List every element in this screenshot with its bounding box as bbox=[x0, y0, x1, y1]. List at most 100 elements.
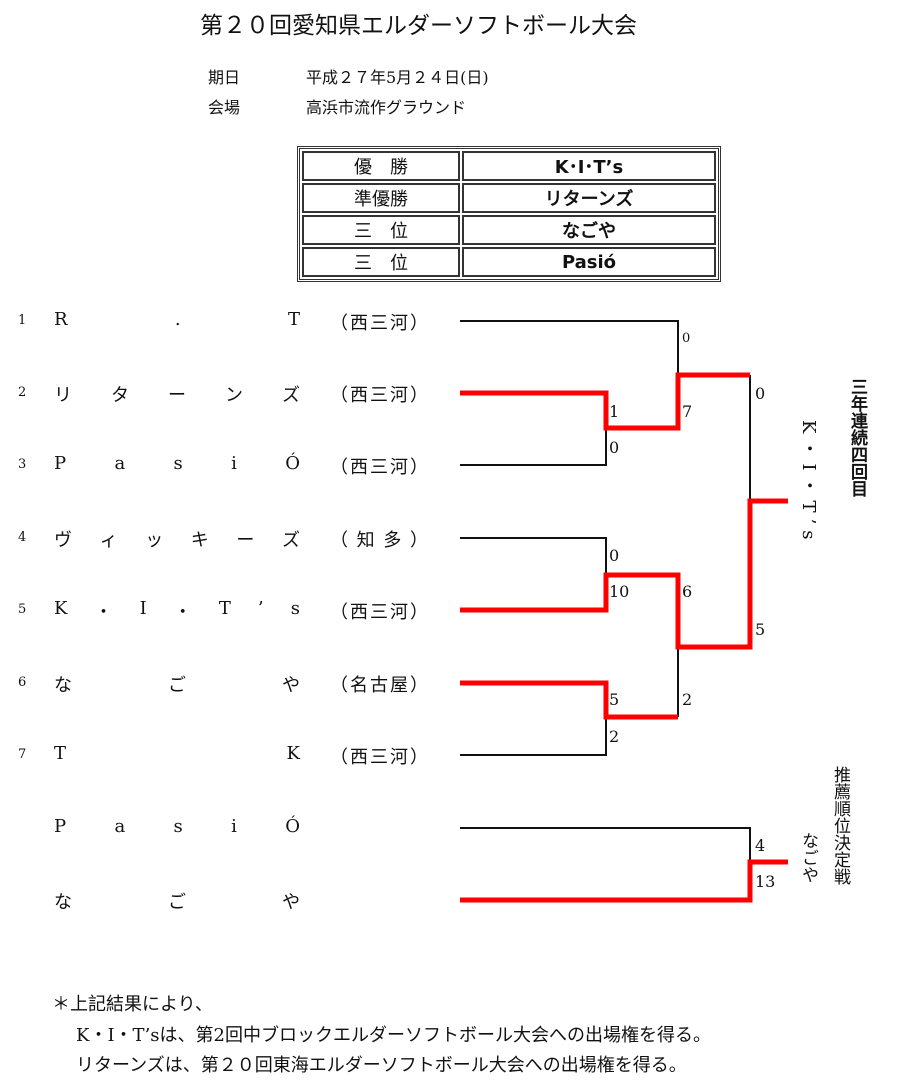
char: や bbox=[282, 892, 300, 913]
char: a bbox=[114, 453, 126, 474]
char: ィ bbox=[99, 530, 118, 551]
venue-label: 会場 bbox=[208, 98, 241, 117]
team-name: ヴィッキーズ bbox=[54, 526, 300, 552]
winner-line bbox=[460, 498, 788, 650]
score: 4 bbox=[755, 836, 766, 855]
char: i bbox=[231, 453, 237, 474]
char: 西 bbox=[350, 602, 368, 623]
char: s bbox=[173, 816, 183, 837]
char: Ó bbox=[285, 816, 300, 837]
char: ヴ bbox=[54, 530, 72, 551]
char: 河 bbox=[390, 313, 408, 334]
winner-line bbox=[460, 680, 678, 720]
team-number: 6 bbox=[18, 675, 27, 690]
result-team: Pasió bbox=[462, 247, 716, 277]
bracket-line bbox=[460, 320, 679, 375]
char: ） bbox=[410, 457, 428, 478]
char: K bbox=[54, 598, 68, 619]
bracket-line bbox=[460, 537, 607, 575]
score: 10 bbox=[609, 582, 630, 601]
char: s bbox=[173, 453, 183, 474]
char: や bbox=[282, 675, 300, 696]
char: ご bbox=[168, 675, 186, 696]
score: 2 bbox=[682, 690, 693, 709]
footer-note: ＊上記結果により、 bbox=[52, 994, 213, 1015]
char: 三 bbox=[370, 747, 388, 768]
venue-value: 高浜市流作グラウンド bbox=[306, 98, 467, 117]
char: 三 bbox=[370, 602, 388, 623]
char: （ bbox=[330, 675, 348, 696]
char: P bbox=[54, 816, 67, 837]
score: 0 bbox=[682, 331, 691, 346]
team-region: （名古屋） bbox=[330, 671, 428, 697]
score: 6 bbox=[682, 582, 693, 601]
char: タ bbox=[111, 385, 129, 406]
char: （ bbox=[330, 385, 348, 406]
winner-line bbox=[460, 859, 788, 903]
result-team: リターンズ bbox=[462, 183, 716, 213]
char: ） bbox=[410, 602, 428, 623]
char: 西 bbox=[350, 457, 368, 478]
char: キ bbox=[190, 530, 209, 551]
char: 西 bbox=[350, 313, 368, 334]
char: ’ bbox=[257, 598, 264, 619]
team-region: （西三河） bbox=[330, 453, 428, 479]
team-name: リターンズ bbox=[54, 381, 300, 407]
result-label: 三 位 bbox=[302, 215, 460, 245]
score: 7 bbox=[682, 402, 693, 421]
char: ー bbox=[168, 385, 186, 406]
char: （ bbox=[330, 602, 348, 623]
char: ズ bbox=[282, 385, 300, 406]
team-number: 4 bbox=[18, 530, 27, 545]
char: 屋 bbox=[390, 675, 408, 696]
team-region: （西三河） bbox=[330, 743, 428, 769]
char: ー bbox=[236, 530, 255, 551]
winner-line bbox=[460, 372, 750, 431]
char: . bbox=[174, 309, 181, 330]
char: ） bbox=[410, 385, 428, 406]
team-number: 2 bbox=[18, 385, 27, 400]
footer-note: リターンズは、第２０回東海エルダーソフトボール大会への出場権を得る。 bbox=[76, 1055, 687, 1076]
char: 河 bbox=[390, 747, 408, 768]
playoff-winner: なごや bbox=[798, 832, 818, 883]
score: 5 bbox=[609, 690, 620, 709]
char: な bbox=[54, 892, 72, 913]
char: リ bbox=[54, 385, 72, 406]
char: 名 bbox=[350, 675, 368, 696]
team-name: R. T bbox=[54, 309, 300, 330]
team-number: 5 bbox=[18, 602, 27, 617]
team-region: （西三河） bbox=[330, 381, 428, 407]
char: 三 bbox=[370, 313, 388, 334]
team-region: （西三河） bbox=[330, 598, 428, 624]
team-name: なごや bbox=[54, 671, 300, 697]
char: 知 bbox=[356, 530, 375, 551]
result-team: なごや bbox=[462, 215, 716, 245]
bracket-line bbox=[460, 428, 607, 466]
char: 多 bbox=[383, 530, 402, 551]
char: ・ bbox=[173, 602, 192, 623]
result-label: 三 位 bbox=[302, 247, 460, 277]
char: ・ bbox=[94, 602, 113, 623]
char: ） bbox=[410, 313, 428, 334]
char: （ bbox=[330, 457, 348, 478]
score: 0 bbox=[609, 438, 620, 457]
bracket-line bbox=[460, 717, 607, 756]
char: 西 bbox=[350, 747, 368, 768]
team-region: （知多） bbox=[330, 526, 428, 552]
char: ご bbox=[168, 892, 186, 913]
result-label: 準優勝 bbox=[302, 183, 460, 213]
char: 三 bbox=[370, 457, 388, 478]
champion-name: K・I・T’s bbox=[798, 420, 819, 546]
char: T bbox=[287, 309, 300, 330]
champion-note: 三年連続四回目 bbox=[847, 378, 867, 497]
playoff-team-name: なごや bbox=[54, 888, 300, 914]
char: P bbox=[54, 453, 67, 474]
char: R bbox=[54, 309, 68, 330]
char: a bbox=[114, 816, 126, 837]
